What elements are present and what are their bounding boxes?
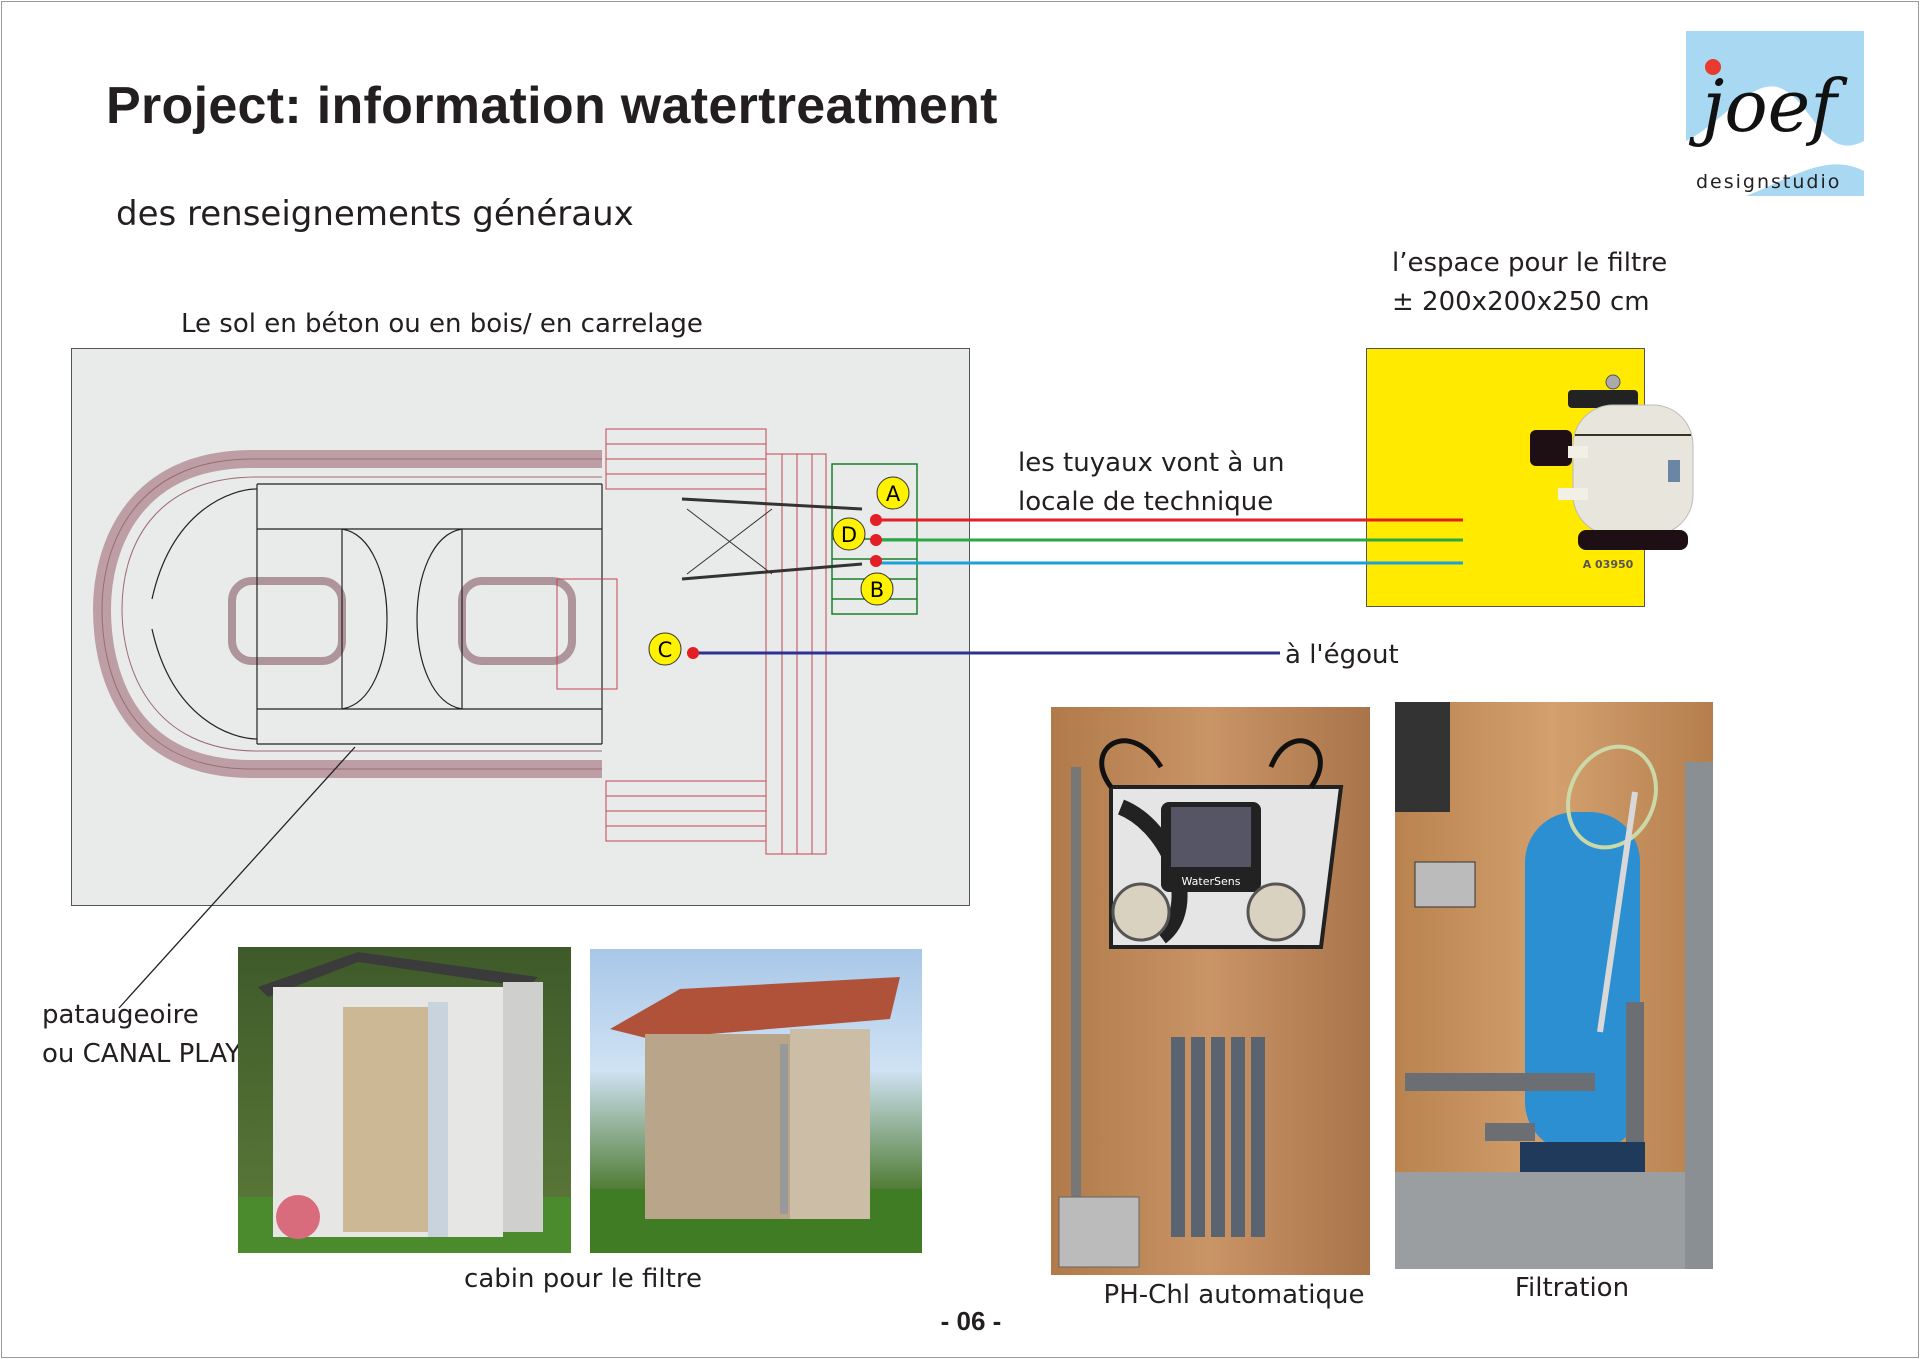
wooden-cabin-photo [590, 949, 922, 1253]
filter-space-label: l’espace pour le filtre [1392, 248, 1668, 278]
sand-filter-image: A 03950 [1528, 370, 1698, 570]
plan-label: Le sol en béton ou en bois/ en carrelage [181, 309, 703, 339]
wading-pool-label-line1: pataugeoire [42, 1000, 199, 1030]
filter-product-code: A 03950 [1583, 558, 1634, 570]
joef-logo: joef designstudio [1686, 31, 1864, 196]
filtration-photo [1395, 702, 1713, 1269]
device-brand: WaterSens [1182, 875, 1241, 888]
filter-space-dimensions: ± 200x200x250 cm [1392, 287, 1650, 317]
filtration-caption: Filtration [1514, 1273, 1630, 1303]
pipes-label-line1: les tuyaux vont à un [1018, 448, 1285, 478]
pipes-label-line2: locale de technique [1018, 487, 1274, 517]
white-cabin-photo [238, 947, 571, 1253]
cabin-caption: cabin pour le filtre [464, 1264, 702, 1294]
page-number: - 06 - [940, 1306, 1002, 1336]
ph-chlorine-controller-photo: WaterSens [1051, 707, 1370, 1275]
sewer-label: à l'égout [1285, 640, 1399, 670]
page-subtitle: des renseignements généraux [116, 194, 634, 234]
wading-pool-label-line2: ou CANAL PLAY [42, 1039, 241, 1069]
page-title: Project: information watertreatment [106, 77, 998, 135]
logo-tagline: designstudio [1696, 171, 1841, 193]
pool-plan-drawing [71, 348, 970, 906]
logo-wordmark: joef [1688, 64, 1848, 148]
ph-caption: PH-Chl automatique [1103, 1280, 1365, 1310]
